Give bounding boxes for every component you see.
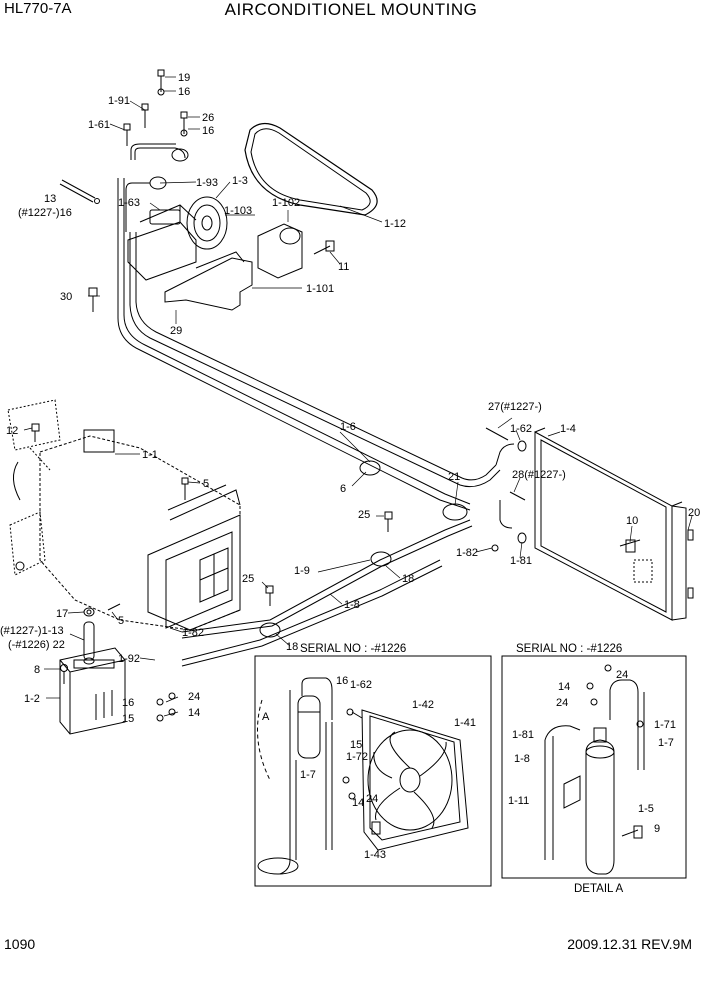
fasteners [86, 511, 393, 615]
hvac-unit [7, 399, 241, 631]
callout-d-24a: 24 [616, 669, 628, 681]
callout-1-82: 1-82 [456, 547, 478, 559]
callout-20: 20 [688, 507, 700, 519]
callout-1-93: 1-93 [196, 177, 218, 189]
callout-28: 28(#1227-) [512, 469, 566, 481]
callout-p-1-42: 1-42 [412, 699, 434, 711]
callout-25: 25 [358, 509, 370, 521]
callout-16b: 16 [202, 125, 214, 137]
callout-1227-16: (#1227-)16 [18, 207, 72, 219]
callout-1-2: 1-2 [24, 693, 40, 705]
callout-12: 12 [6, 425, 18, 437]
callout-d-1-8: 1-8 [514, 753, 530, 765]
drain-hose [83, 607, 95, 665]
callout-1-1: 1-1 [142, 449, 158, 461]
callout-d-1-11: 1-11 [508, 795, 529, 807]
callout-d-1-71: 1-71 [654, 719, 676, 731]
callout-p-1-7: 1-7 [300, 769, 316, 781]
callout-6: 6 [340, 483, 346, 495]
callout-27: 27(#1227-) [488, 401, 542, 413]
callout-d-24b: 24 [556, 697, 568, 709]
callout-11: 11 [338, 261, 349, 273]
callout-14: 14 [188, 707, 200, 719]
inset-panel-left [254, 655, 492, 887]
callout-19: 19 [178, 72, 190, 84]
callout-25b: 25 [242, 573, 254, 585]
callout-8: 8 [34, 664, 40, 676]
callout-1-12: 1-12 [384, 218, 406, 230]
detail-marker-a: A [262, 711, 270, 723]
inset-panel-right [501, 655, 687, 879]
callout-p-14: 14 [352, 797, 364, 809]
callout-30: 30 [60, 291, 72, 303]
callout-1-9: 1-9 [294, 565, 310, 577]
serial-caption-right: SERIAL NO : -#1226 [516, 643, 622, 655]
callout-5: 5 [203, 478, 209, 490]
callout-16c: 16 [122, 697, 134, 709]
callout-26: 26 [202, 112, 214, 124]
callout-p-1-43: 1-43 [364, 849, 386, 861]
callout-1-81: 1-81 [510, 555, 532, 567]
compressor-assembly [59, 69, 378, 312]
callout-18b: 18 [286, 641, 298, 653]
callout-d-14: 14 [558, 681, 570, 693]
page-number: 1090 [4, 936, 36, 952]
callout-21: 21 [448, 471, 460, 483]
detail-caption: DETAIL A [574, 883, 624, 895]
callout-13: 13 [44, 193, 56, 205]
callout-1-92: 1-92 [118, 653, 140, 665]
callout-labels: 19 16 1-91 26 16 1-61 13 (#1227-)16 1-93… [0, 72, 700, 895]
callout-29: 29 [170, 325, 182, 337]
callout-1227-1-13: (#1227-)1-13 [0, 625, 64, 637]
callout-1-102: 1-102 [272, 197, 300, 209]
callout-p-16: 16 [336, 675, 348, 687]
callout-1-62: 1-62 [510, 423, 532, 435]
callout-17: 17 [56, 608, 68, 620]
callout-p-1-41: 1-41 [454, 717, 476, 729]
callout-5b: 5 [118, 615, 124, 627]
refrigerant-lines [117, 178, 527, 667]
revision-date: 2009.12.31 REV.9M [567, 936, 692, 952]
callout-24: 24 [188, 691, 200, 703]
control-module [59, 647, 176, 735]
callout-1-91: 1-91 [108, 95, 130, 107]
callout-1-3: 1-3 [232, 175, 248, 187]
leader-lines [23, 76, 693, 717]
callout-d-1-7: 1-7 [658, 737, 674, 749]
callout-15: 15 [122, 713, 134, 725]
callout-1-6: 1-6 [340, 421, 356, 433]
model-number: HL770-7A [4, 0, 72, 17]
callout-1-8: 1-8 [344, 599, 360, 611]
page-title: AIRCONDITIONEL MOUNTING [224, 0, 478, 19]
serial-caption-left: SERIAL NO : -#1226 [300, 643, 406, 655]
callout-d-1-81: 1-81 [512, 729, 534, 741]
callout-1-61: 1-61 [88, 119, 110, 131]
callout-p-1-62: 1-62 [350, 679, 372, 691]
condenser [534, 427, 694, 621]
callout-16: 16 [178, 86, 190, 98]
callout-d-1-5: 1-5 [638, 803, 654, 815]
callout-p-24: 24 [366, 793, 378, 805]
callout-1-4: 1-4 [560, 423, 576, 435]
callout-1-103: 1-103 [224, 205, 252, 217]
callout-1-63: 1-63 [118, 197, 140, 209]
callout-p-15: 15 [350, 739, 362, 751]
callout-1226-22: (-#1226) 22 [8, 639, 65, 651]
callout-p-1-72: 1-72 [346, 751, 368, 763]
callout-10: 10 [626, 515, 638, 527]
callout-1-82b: 1-82 [182, 627, 204, 639]
callout-18: 18 [402, 573, 414, 585]
callout-1-101: 1-101 [306, 283, 334, 295]
callout-d-9: 9 [654, 823, 660, 835]
